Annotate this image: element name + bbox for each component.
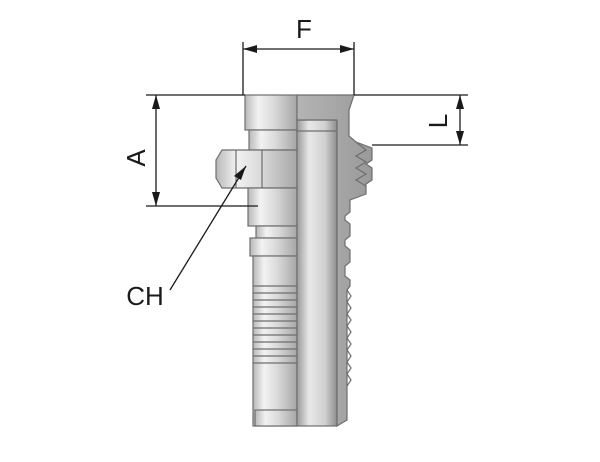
- hose-tail-barbs: [253, 285, 297, 364]
- dimension-l-label: L: [423, 114, 453, 128]
- dimension-f-label: F: [296, 14, 312, 44]
- fitting-collar: [247, 187, 298, 227]
- dimension-l: L: [354, 94, 468, 146]
- callout-ch: CH: [126, 165, 247, 311]
- fitting-ring: [249, 237, 298, 257]
- fitting-neck: [248, 129, 298, 151]
- section-wall: [296, 94, 373, 428]
- hose-tail: [252, 255, 298, 427]
- dimension-a: A: [121, 94, 258, 207]
- fitting-bore: [296, 119, 338, 427]
- fitting-cap: [244, 94, 298, 131]
- hose-tail-end: [254, 409, 298, 427]
- fitting-groove: [255, 225, 298, 239]
- fitting-body: [215, 94, 298, 427]
- dimension-f: F: [242, 14, 355, 95]
- callout-ch-label: CH: [126, 281, 164, 311]
- hex-nut: [215, 149, 298, 189]
- dimension-a-label: A: [121, 149, 151, 167]
